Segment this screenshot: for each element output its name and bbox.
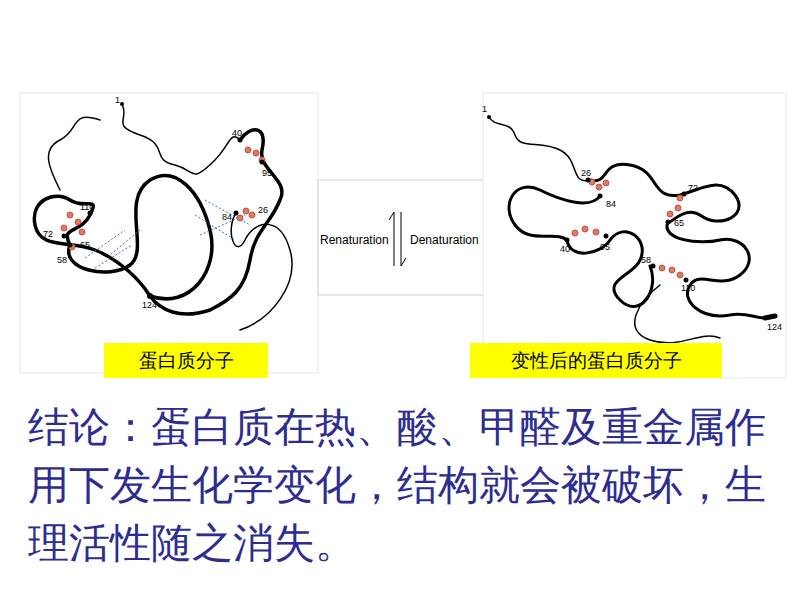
residue-number: 124 — [142, 300, 157, 310]
folded-chain — [34, 104, 292, 330]
residue-number: 1 — [115, 95, 120, 105]
denatured-chain — [489, 117, 775, 343]
label-box: 蛋白质分子 — [104, 343, 268, 378]
label-box: 变性后的蛋白质分子 — [470, 343, 722, 378]
residue-number: 40 — [232, 128, 242, 138]
hydrogen-bonds — [85, 200, 250, 268]
residue-number: 58 — [641, 255, 651, 265]
process-label: Renaturation — [320, 233, 389, 247]
conclusion-text: 结论：蛋白质在热、酸、甲醛及重金属作用下发生化学变化，结构就会被破坏，生理活性随… — [28, 398, 794, 572]
residue-number: 72 — [688, 183, 698, 193]
residue-number: 26 — [258, 205, 268, 215]
residue-number: 84 — [606, 199, 616, 209]
residue-number: 26 — [581, 168, 591, 178]
panel — [318, 180, 497, 295]
disulfide-bond — [572, 179, 683, 278]
residue-number: 84 — [222, 212, 232, 222]
label-text: 蛋白质分子 — [139, 348, 234, 374]
residue-number: 65 — [80, 240, 90, 250]
residue-number: 95 — [262, 168, 272, 178]
disulfide-bond — [61, 147, 265, 250]
residue-number: 124 — [767, 322, 782, 332]
residue-number: 110 — [80, 202, 94, 212]
residue-number: 72 — [43, 229, 53, 239]
residue-number: 1 — [482, 104, 487, 114]
label-text: 变性后的蛋白质分子 — [511, 348, 682, 374]
residue-number: 95 — [600, 242, 610, 252]
panel — [483, 93, 786, 378]
equilibrium-arrows — [389, 212, 406, 266]
panel — [20, 93, 318, 373]
residue-number: 58 — [57, 255, 67, 265]
residue-number: 110 — [681, 283, 695, 293]
residue-dots — [487, 115, 777, 318]
residue-number: 65 — [674, 218, 684, 228]
residue-dots — [62, 102, 265, 299]
process-label: Denaturation — [410, 233, 479, 247]
residue-number: 40 — [560, 244, 570, 254]
